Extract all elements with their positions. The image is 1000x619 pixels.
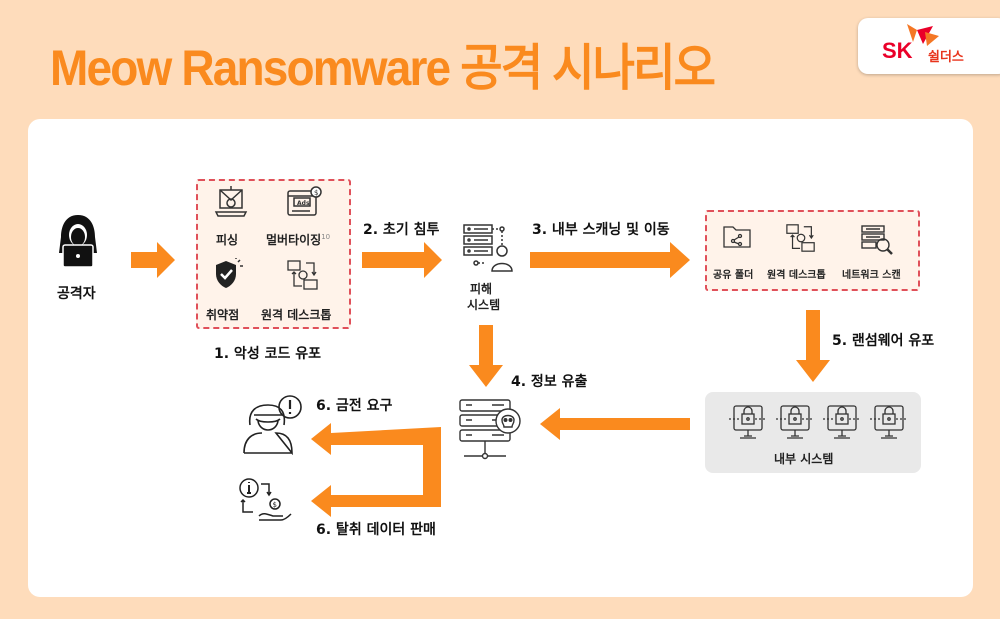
svg-text:Ads: Ads	[297, 200, 310, 207]
arrow-initial-intrusion	[362, 242, 442, 278]
attacker-label: 공격자	[57, 286, 96, 302]
logo-name: 쉴더스	[928, 50, 964, 65]
server-user-icon	[463, 224, 513, 272]
method-malvertising: 멀버타이징10	[266, 231, 330, 248]
page-title: Meow Ransomware 공격 시나리오	[50, 40, 716, 96]
ads-icon: Ads $	[287, 186, 322, 216]
locked-computer-icon	[870, 405, 908, 439]
victim-label-line1: 피해	[470, 282, 493, 296]
step-4-label: 4. 정보 유출	[511, 374, 588, 390]
server-skull-icon	[459, 399, 521, 460]
shared-folder-icon	[723, 226, 751, 248]
data-money-exchange-icon: $	[239, 478, 292, 521]
sk-shieldus-logo: SK 쉴더스	[858, 18, 1000, 74]
shield-check-icon	[216, 258, 243, 288]
locked-computers-row	[728, 402, 909, 442]
method-remote-desktop: 원격 데스크톱	[261, 308, 332, 322]
step-6b-label: 6. 탈취 데이터 판매	[316, 522, 436, 538]
butterfly-logo-icon	[907, 24, 939, 46]
arrow-ransomware-distribution	[796, 310, 830, 382]
remote-desktop-icon	[287, 260, 318, 290]
phishing-email-icon	[214, 186, 248, 217]
network-scan-icon	[861, 225, 893, 255]
lateral-remote-desktop: 원격 데스크톱	[767, 270, 826, 281]
arrow-lateral-movement	[530, 242, 690, 278]
victim-label-line2: 시스템	[467, 298, 501, 312]
step-1-label: 1. 악성 코드 유포	[214, 346, 321, 362]
method-malvertising-label: 멀버타이징	[266, 233, 322, 247]
internal-systems-label: 내부 시스템	[774, 452, 834, 466]
hacker-alert-icon	[243, 395, 302, 455]
step-3-label: 3. 내부 스캐닝 및 이동	[532, 222, 670, 238]
method-vulnerability: 취약점	[206, 308, 240, 322]
hacker-laptop-icon	[59, 215, 97, 268]
locked-computer-icon	[729, 405, 767, 439]
logo-brand: SK	[882, 38, 913, 63]
distribution-methods-box	[196, 179, 351, 329]
locked-computer-icon	[823, 405, 861, 439]
arrow-exfil-branch	[311, 423, 441, 517]
locked-computer-icon	[776, 405, 814, 439]
arrow-internal-to-exfil	[540, 408, 690, 440]
method-phishing: 피싱	[216, 233, 239, 247]
step-5-label: 5. 랜섬웨어 유포	[832, 333, 935, 349]
svg-text:$: $	[314, 189, 318, 197]
step-6a-label: 6. 금전 요구	[316, 398, 393, 414]
step-2-label: 2. 초기 침투	[363, 222, 440, 238]
footnote-marker: 10	[321, 233, 331, 241]
arrow-victim-to-exfil	[469, 325, 503, 387]
lateral-shared-folder: 공유 폴더	[713, 270, 754, 281]
remote-desktop-icon-2	[786, 224, 815, 252]
lateral-network-scan: 네트워크 스캔	[842, 270, 901, 281]
arrow-attacker-to-distribution	[131, 242, 175, 278]
svg-text:$: $	[273, 501, 277, 509]
